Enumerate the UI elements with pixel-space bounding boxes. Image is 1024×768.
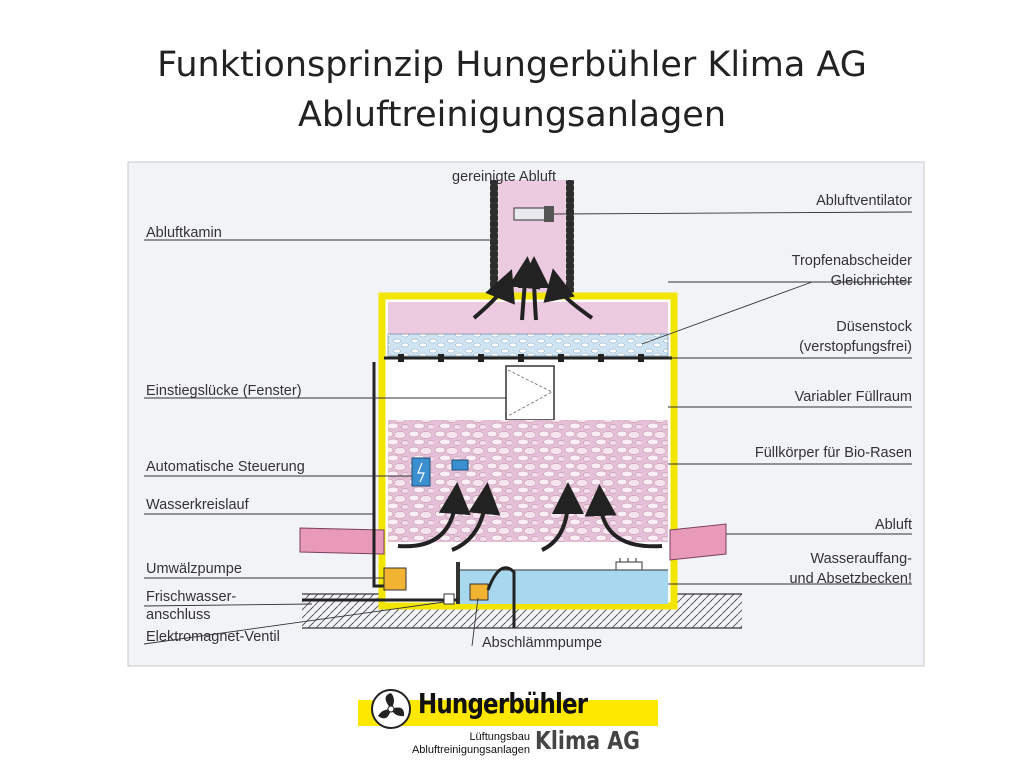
label-fresh-water-1: Frischwasser- xyxy=(146,589,237,605)
title-line-2: Abluftreinigungsanlagen xyxy=(297,95,727,135)
spray-nozzles xyxy=(398,354,644,362)
airflow-arrows xyxy=(397,256,663,552)
circulation-pump xyxy=(383,567,407,591)
company-logo: Hungerbühler Lüftungsbau Abluftreinigung… xyxy=(358,685,663,765)
label-automatic-control: Automatische Steuerung xyxy=(146,459,305,475)
logo-subtitle-line-1: Lüftungsbau xyxy=(469,731,530,743)
label-water-collection-2: und Absetzbecken! xyxy=(789,571,912,587)
label-blowdown-pump: Abschlämmpumpe xyxy=(482,635,603,651)
water-basin xyxy=(456,570,668,604)
blowdown-pump xyxy=(469,583,489,601)
control-box xyxy=(411,457,431,487)
exhaust-chimney xyxy=(496,180,568,298)
bio-fill-media xyxy=(388,420,668,542)
title-line-1: Funktionsprinzip Hungerbühler Klima AG xyxy=(157,45,867,85)
label-access-window: Einstiegslücke (Fenster) xyxy=(146,383,302,399)
logo-klima: Klima AG xyxy=(535,726,640,755)
solenoid-valve xyxy=(443,593,455,605)
label-circulation-pump: Umwälzpumpe xyxy=(146,561,242,577)
label-chimney: Abluftkamin xyxy=(146,225,222,241)
logo-subtitle-line-2: Abluftreinigungsanlagen xyxy=(411,744,530,756)
label-droplet-separator: Tropfenabscheider xyxy=(791,253,912,269)
inlet-duct xyxy=(299,527,385,555)
leader-lines xyxy=(143,211,913,647)
system-diagram: gereinigte Abluft Abschlämmpumpe Abluftk… xyxy=(122,158,932,675)
label-exhaust-air: Abluft xyxy=(874,517,912,533)
label-fill-media: Füllkörper für Bio-Rasen xyxy=(754,445,912,461)
label-water-collection-1: Wasserauffang- xyxy=(810,551,912,567)
label-exhaust-fan: Abluftventilator xyxy=(816,193,912,209)
label-non-clogging: (verstopfungsfrei) xyxy=(799,339,912,355)
label-solenoid-valve: Elektromagnet-Ventil xyxy=(146,629,280,645)
label-fresh-water-2: anschluss xyxy=(146,607,211,623)
fan-icon xyxy=(371,689,411,729)
exhaust-duct xyxy=(669,523,727,561)
slide-title: Funktionsprinzip Hungerbühler Klima AG A… xyxy=(0,40,1024,140)
label-water-circuit: Wasserkreislauf xyxy=(146,497,249,513)
label-straightener: Gleichrichter xyxy=(830,273,912,289)
logo-subtitle: Lüftungsbau Abluftreinigungsanlagen xyxy=(398,731,530,757)
diagram-drawing xyxy=(127,161,925,667)
access-window xyxy=(505,365,555,421)
label-nozzle-stock: Düsenstock xyxy=(836,319,912,335)
logo-company-name: Hungerbühler xyxy=(418,687,588,720)
label-variable-fill-space: Variabler Füllraum xyxy=(794,389,912,405)
label-cleaned-exhaust: gereinigte Abluft xyxy=(452,169,556,185)
droplet-separator-layer xyxy=(387,333,669,357)
